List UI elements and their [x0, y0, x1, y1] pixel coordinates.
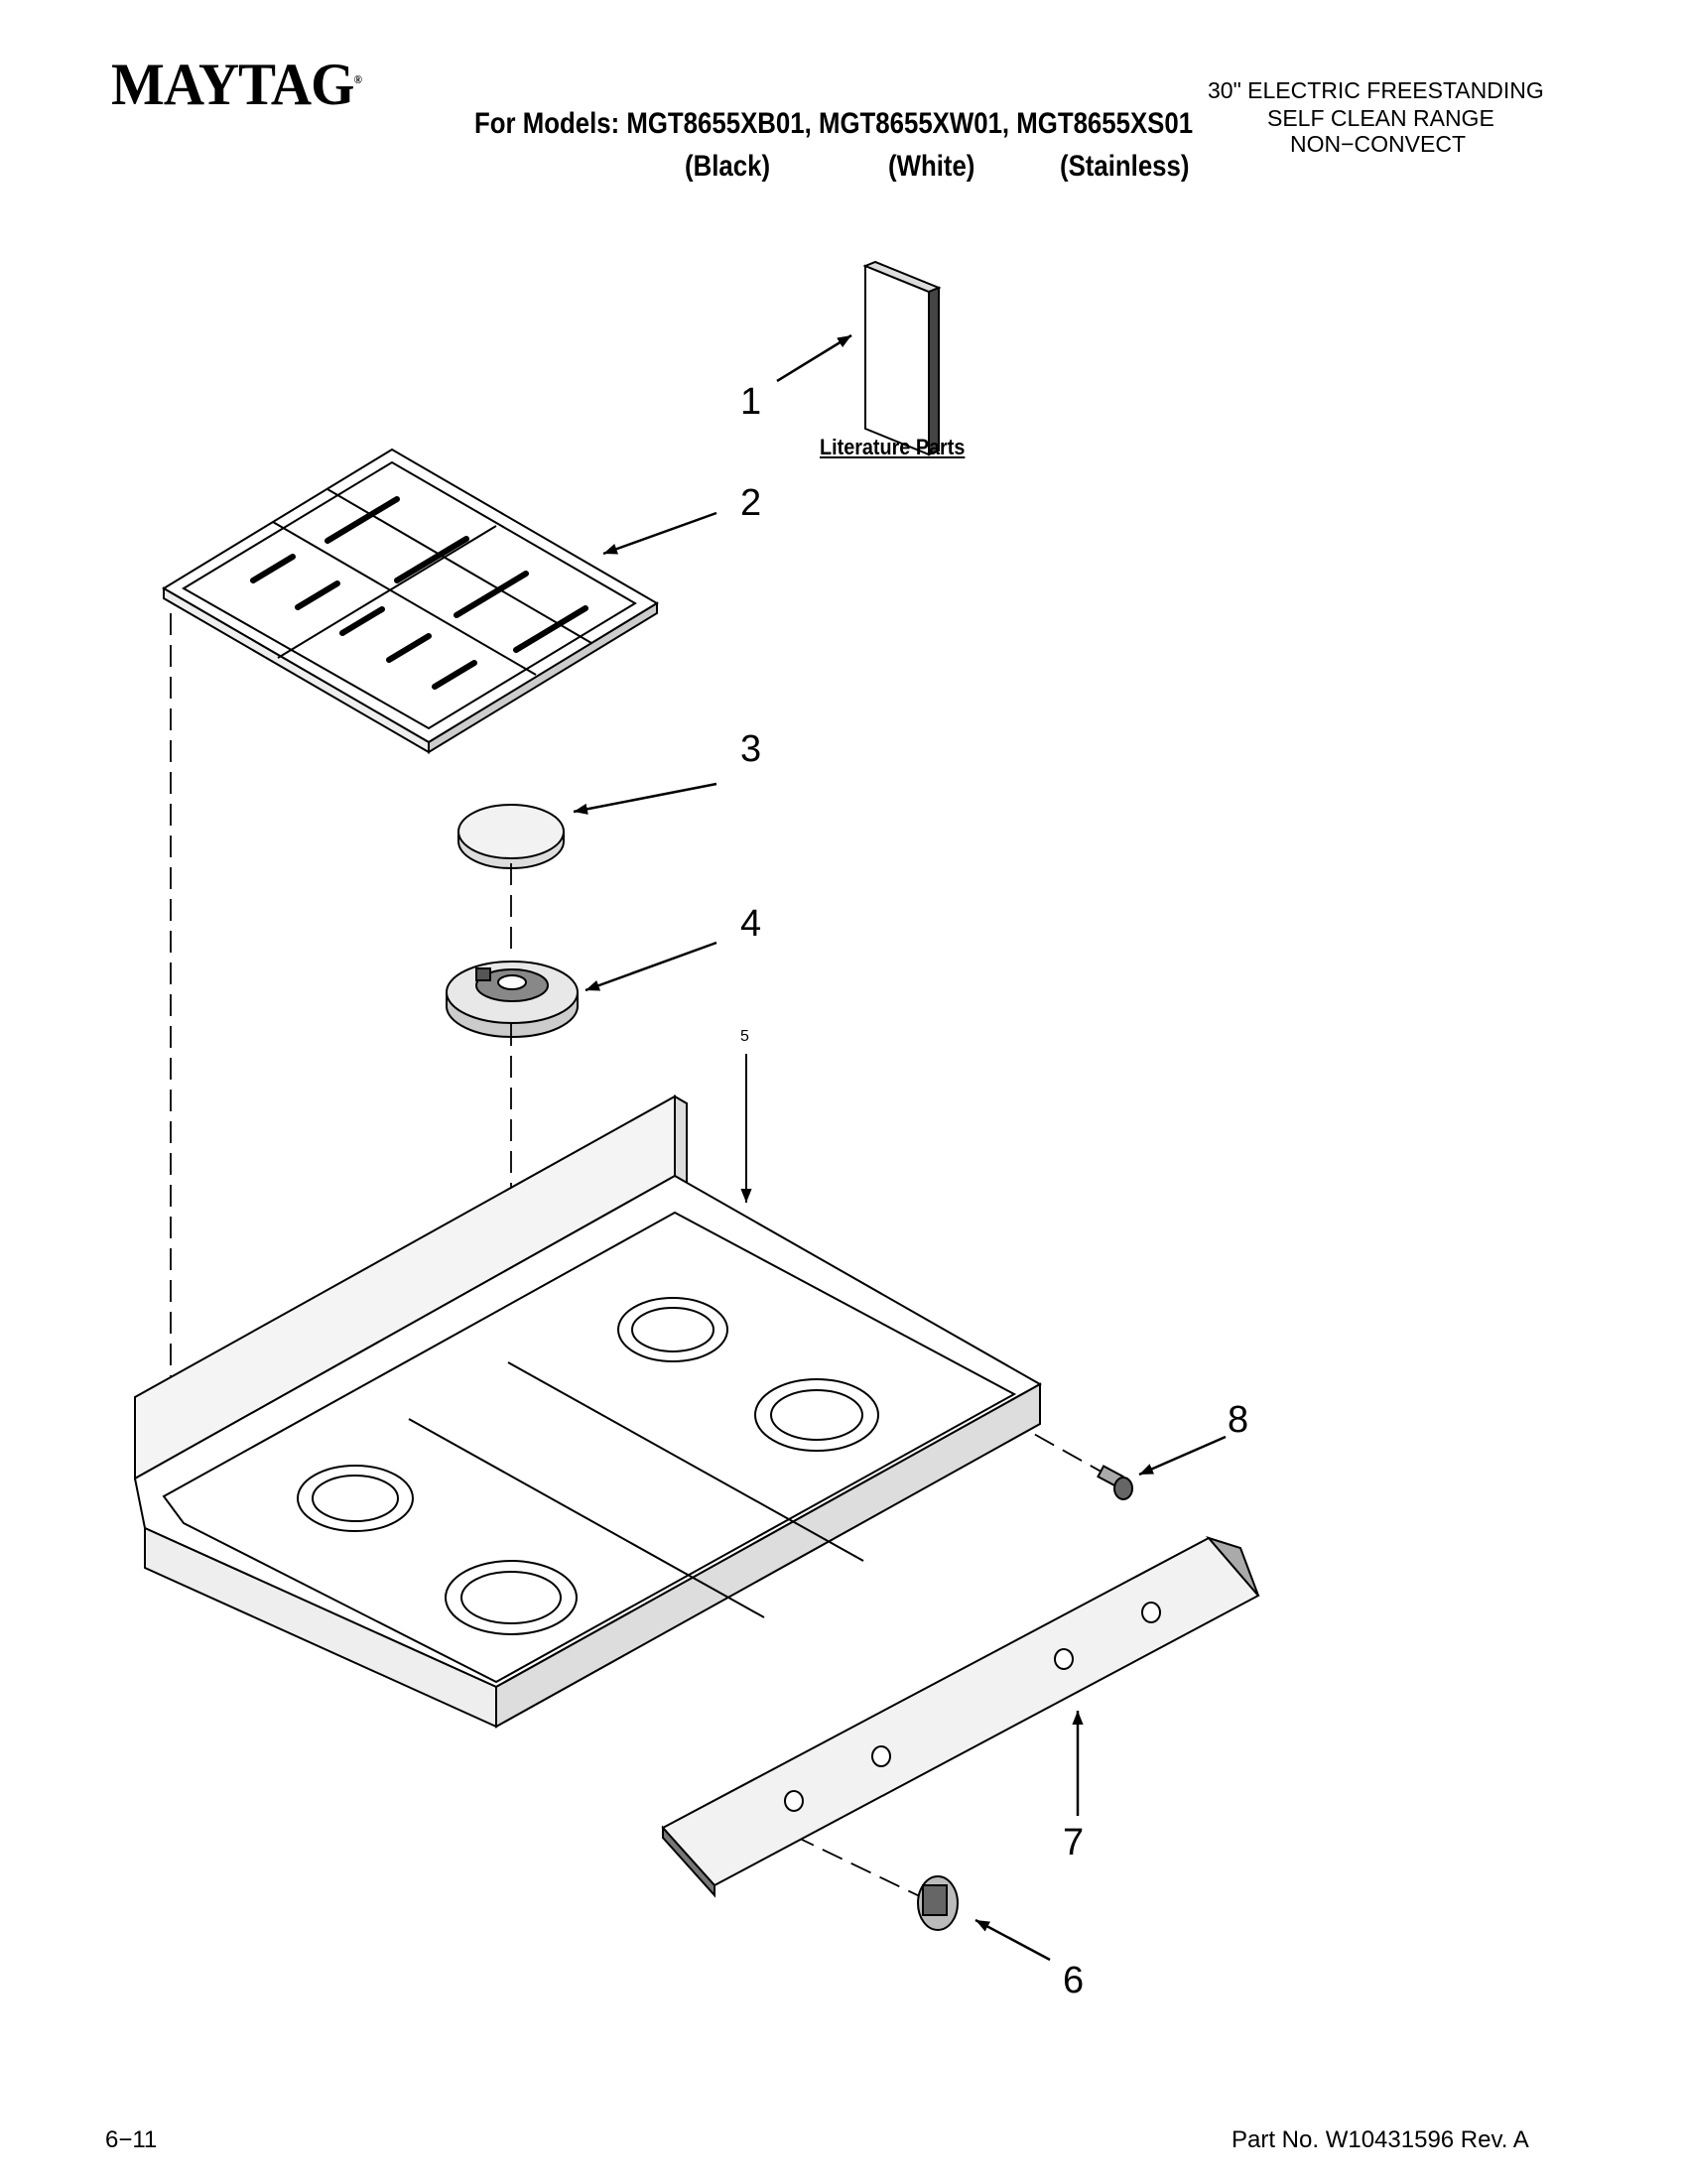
- description-line-3: NON−CONVECT: [1290, 131, 1466, 157]
- literature-parts-label: Literature Parts: [820, 435, 966, 459]
- literature-booklet: [862, 260, 942, 456]
- arrow-8: [1138, 1435, 1227, 1477]
- variant-stainless: (Stainless): [1060, 150, 1190, 183]
- page-number: 6−11: [105, 2126, 158, 2153]
- arrow-2: [602, 511, 717, 556]
- cooktop: [133, 1094, 1043, 1729]
- variant-black: (Black): [685, 150, 771, 183]
- burner-grate: [162, 448, 659, 754]
- manifold-panel: [661, 1536, 1260, 1898]
- callout-8: 8: [1228, 1399, 1249, 1441]
- callout-4: 4: [740, 903, 762, 945]
- brand-logo: MAYTAG®: [111, 52, 362, 117]
- callout-7: 7: [1063, 1822, 1085, 1863]
- arrow-1: [776, 333, 852, 383]
- callout-6: 6: [1063, 1960, 1085, 2001]
- registered-mark: ®: [353, 72, 362, 86]
- variant-white: (White): [888, 150, 975, 183]
- arrow-6: [974, 1918, 1051, 1962]
- brand-name: MAYTAG: [111, 52, 354, 117]
- control-knob: [917, 1875, 959, 1931]
- screw: [1097, 1465, 1133, 1500]
- callout-2: 2: [740, 482, 762, 524]
- callout-1: 1: [740, 381, 762, 423]
- models-line: For Models: MGT8655XB01, MGT8655XW01, MG…: [474, 107, 1194, 140]
- arrow-4: [584, 941, 717, 992]
- burner-cap: [457, 804, 565, 869]
- callout-5: 5: [740, 1028, 749, 1045]
- burner-base: [446, 961, 579, 1038]
- description-line-2: SELF CLEAN RANGE: [1267, 105, 1494, 131]
- description-line-1: 30" ELECTRIC FREESTANDING: [1208, 77, 1544, 103]
- arrow-3: [573, 782, 717, 815]
- callout-3: 3: [740, 728, 762, 770]
- part-number: Part No. W10431596 Rev. A: [1232, 2126, 1529, 2153]
